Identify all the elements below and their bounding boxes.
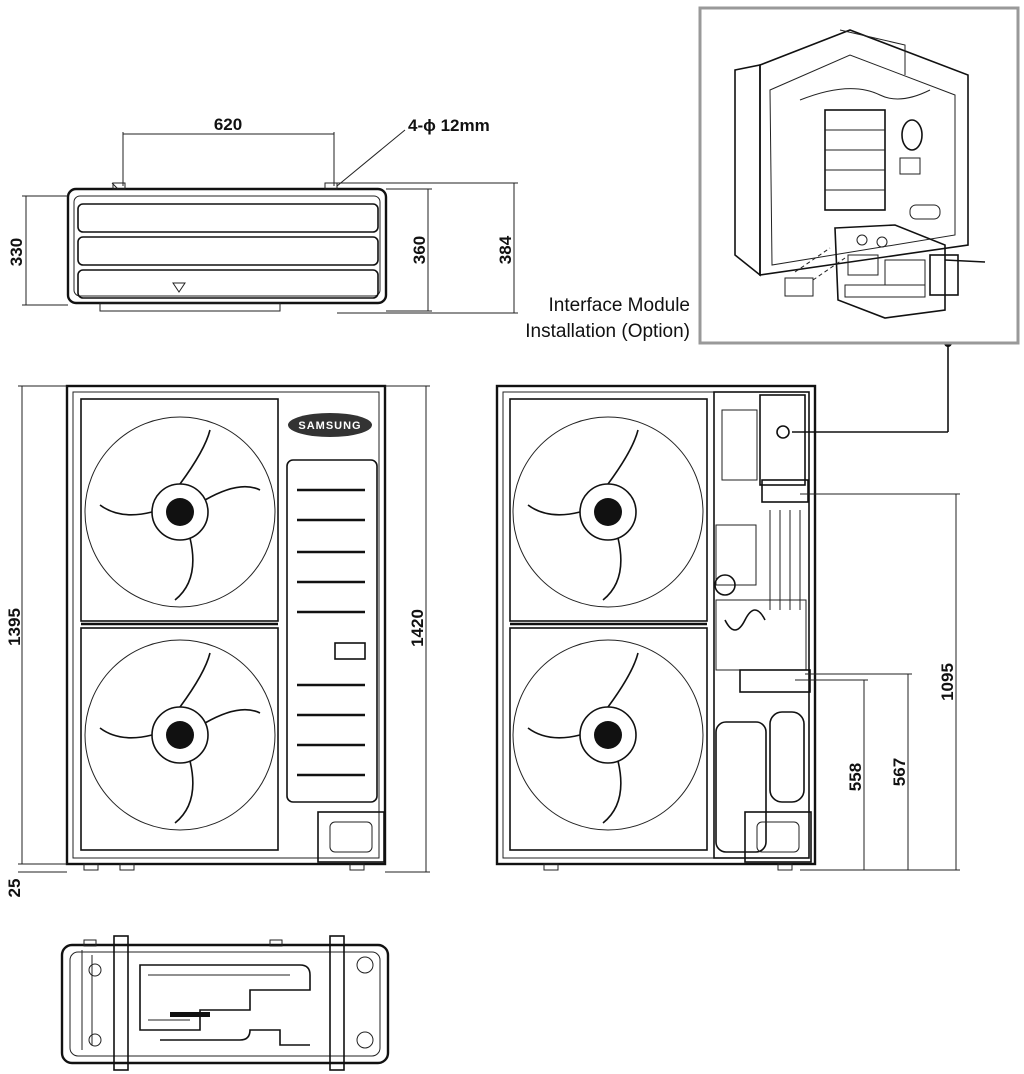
height-1420-label: 1420 [408, 609, 427, 647]
internal-view: 1095 558 567 [495, 339, 960, 871]
compressor [769, 711, 805, 803]
accumulator [715, 721, 767, 853]
height-1395-label: 1395 [5, 608, 24, 646]
service-panel [286, 459, 378, 803]
control-box [759, 394, 806, 486]
component-bay [713, 391, 810, 859]
foot-25-label: 25 [5, 879, 24, 898]
depth-330-label: 330 [7, 238, 26, 266]
upper-fan-grille [80, 398, 279, 622]
depth-384-label: 384 [496, 235, 515, 264]
inset-caption-line1: Interface Module [548, 295, 690, 316]
top-width-label: 620 [214, 115, 242, 134]
brand-text: SAMSUNG [298, 420, 361, 432]
depth-360-label: 360 [410, 236, 429, 264]
top-view: 620 4-ϕ 12mm 330 360 384 [7, 115, 518, 314]
panel-handle [334, 642, 366, 660]
brand-logo [288, 413, 372, 437]
interface-module-inset: Interface Module Installation (Option) [525, 6, 1020, 345]
arrow-marker-icon [172, 282, 186, 293]
inset-caption-line2: Installation (Option) [525, 321, 690, 342]
hole-label: 4-ϕ 12mm [408, 116, 490, 135]
front-view: SAMSUNG 1395 1420 [5, 384, 430, 898]
lower-fan-grille [80, 627, 279, 851]
height-1095-label: 1095 [938, 663, 957, 701]
bottom-view [60, 935, 390, 1071]
height-558-label: 558 [846, 763, 865, 791]
height-567-label: 567 [890, 758, 909, 786]
